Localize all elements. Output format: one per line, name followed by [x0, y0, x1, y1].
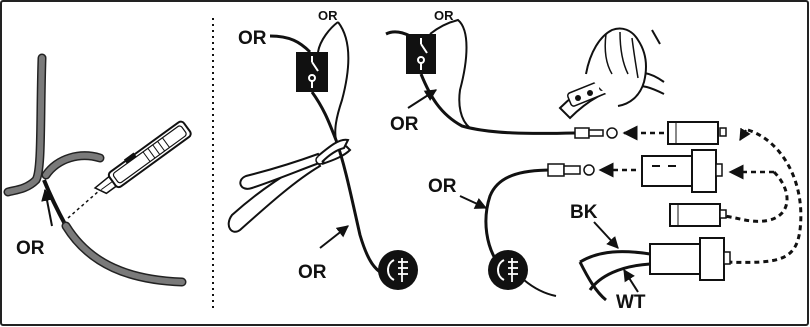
fog-lamp-icon: [378, 250, 418, 290]
white-wire-label: WT: [616, 292, 646, 313]
wire-cutter-icon: [227, 138, 352, 233]
switch-a-output-label: OR: [318, 8, 338, 23]
cut-line: [67, 189, 101, 219]
lamp-b-wire-arrow: [459, 195, 488, 209]
switch-b-output-wire: [419, 73, 576, 135]
cut-wire-label: OR: [16, 238, 45, 259]
bullet-connector-icon: [574, 127, 618, 139]
panel-switch-a: OR OR OR: [227, 8, 418, 290]
lamp-b-wire: [484, 168, 553, 267]
coupler-icon: [669, 203, 727, 227]
lamp-b-wire-label: OR: [428, 176, 457, 197]
switch-a-lamp-label: OR: [298, 262, 327, 283]
switch-b-output-label: OR: [390, 114, 419, 135]
coupler-icon: [641, 149, 723, 193]
black-wire: [579, 250, 651, 264]
switch-a-input-wire: [269, 34, 312, 54]
switch-b-output-arrow: [407, 89, 438, 109]
white-wire-arrow: [623, 268, 639, 293]
switch-icon: [406, 34, 436, 74]
cut-wire-arrow: [41, 188, 53, 227]
black-wire-label: BK: [570, 202, 598, 223]
fog-lamp-icon: [488, 250, 528, 290]
bullet-connector-icon: [547, 163, 595, 177]
routing-path-outer: [725, 128, 803, 264]
crimping-tool-icon: [558, 27, 665, 120]
switch-a-top-wire: [317, 21, 339, 53]
panel-cut-sheath: OR: [3, 53, 192, 287]
switch-a-lamp-wire: [310, 91, 387, 278]
switch-b-input-wire: [385, 30, 411, 38]
white-wire: [588, 262, 651, 291]
routing-path-inner: [723, 170, 789, 223]
panel-switch-b: OR OR: [385, 8, 803, 313]
coupler-top-arrowhead: [739, 127, 751, 142]
switch-b-input-label: OR: [434, 8, 454, 23]
switch-icon: [296, 52, 328, 92]
utility-knife-icon: [93, 120, 192, 195]
switch-a-input-label: OR: [238, 28, 267, 49]
switch-a-lamp-arrow: [319, 225, 349, 249]
switch-b-top-wire: [429, 18, 471, 129]
coupler-icon: [667, 121, 727, 145]
black-wire-arrow: [593, 221, 619, 249]
coupler-icon: [649, 237, 731, 281]
